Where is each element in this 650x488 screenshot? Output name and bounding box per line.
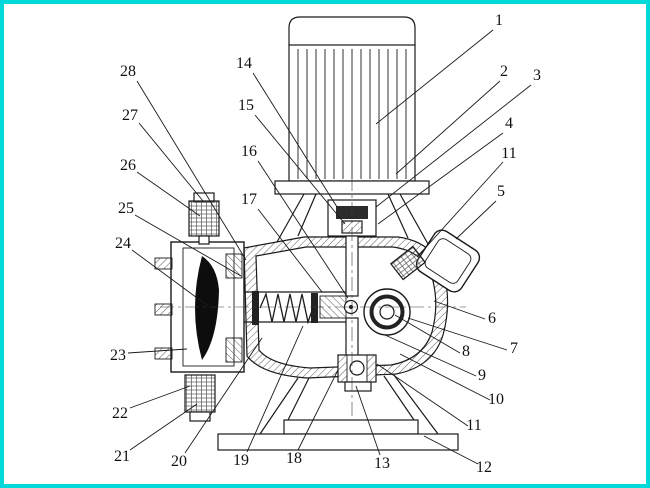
callout-15: 15 (238, 97, 254, 114)
callout-19: 19 (233, 452, 249, 469)
callout-21: 21 (114, 448, 130, 465)
leader-line-28 (136, 80, 247, 261)
suction-valve (337, 354, 377, 392)
leader-line-13 (355, 385, 381, 456)
leader-line-19 (246, 325, 304, 453)
leader-line-10 (399, 353, 491, 401)
callout-12: 12 (476, 459, 492, 476)
base-stand (217, 374, 459, 451)
leader-line-12 (423, 435, 479, 465)
leader-line-8 (394, 314, 461, 354)
callout-26: 26 (120, 157, 136, 174)
discharge-check-valve (363, 288, 411, 336)
leader-line-27 (138, 122, 204, 202)
leader-line-11 (417, 161, 504, 257)
leader-line-1 (375, 29, 494, 125)
leader-line-16 (257, 160, 349, 299)
leader-line-24 (131, 249, 209, 307)
leader-line-11 (376, 363, 469, 427)
centerlines (160, 52, 466, 418)
callout-9: 9 (478, 367, 486, 384)
leader-line-7 (407, 317, 508, 351)
callout-4: 4 (505, 115, 513, 132)
callout-13: 13 (374, 455, 390, 472)
leader-line-3 (375, 84, 532, 208)
diaphragm-head (154, 241, 245, 373)
callout-22: 22 (112, 405, 128, 422)
leader-line-5 (455, 200, 497, 240)
leader-line-23 (127, 348, 188, 354)
callout-25: 25 (118, 200, 134, 217)
callout-28: 28 (120, 63, 136, 80)
leader-line-17 (257, 208, 323, 293)
callout-16: 16 (241, 143, 257, 160)
leader-line-2 (395, 80, 501, 175)
callout-17: 17 (241, 191, 257, 208)
callout-23: 23 (110, 347, 126, 364)
callout-2: 2 (500, 63, 508, 80)
leader-line-18 (297, 369, 339, 451)
callout-5: 5 (497, 183, 505, 200)
motor-bracket (276, 193, 429, 245)
leader-lines-layer (127, 29, 532, 465)
bottom-drain-knob (184, 374, 216, 422)
callout-18: 18 (286, 450, 302, 467)
pump-drawing (154, 16, 481, 451)
leader-line-20 (184, 337, 263, 454)
callout-8: 8 (462, 343, 470, 360)
diaphragm (195, 256, 219, 360)
leader-line-21 (129, 403, 198, 451)
leader-line-6 (433, 300, 486, 320)
callout-6: 6 (488, 310, 496, 327)
callout-7: 7 (510, 340, 518, 357)
leader-line-22 (129, 385, 191, 409)
callout-1: 1 (495, 12, 503, 29)
callout-27: 27 (122, 107, 138, 124)
callout-11: 11 (466, 417, 482, 434)
leader-line-25 (134, 214, 242, 277)
leader-line-4 (377, 132, 504, 225)
callout-20: 20 (171, 453, 187, 470)
callout-11: 11 (501, 145, 517, 162)
callout-3: 3 (533, 67, 541, 84)
leader-line-15 (254, 114, 346, 225)
callout-24: 24 (115, 235, 131, 252)
callout-10: 10 (488, 391, 504, 408)
leader-line-14 (252, 72, 338, 208)
callout-14: 14 (236, 55, 252, 72)
leader-line-9 (384, 334, 477, 377)
leader-line-26 (136, 171, 201, 217)
